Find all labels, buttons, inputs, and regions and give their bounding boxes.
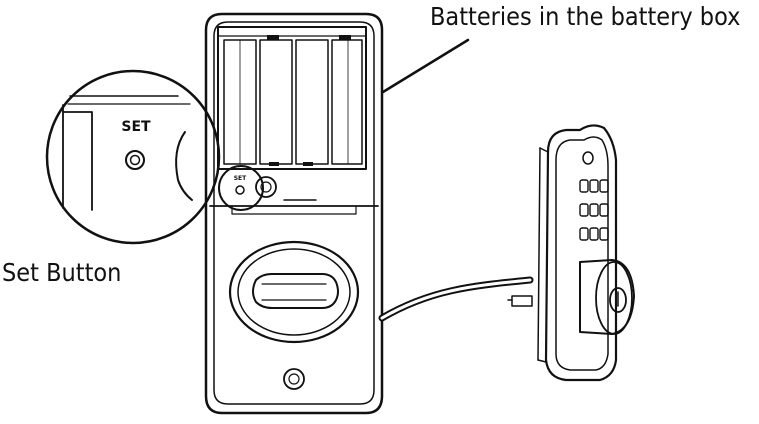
battery-1 (223, 39, 257, 165)
battery-2 (259, 35, 293, 166)
zoom-set-label: SET (121, 119, 151, 135)
connecting-cable (378, 276, 534, 322)
exterior-keypad-lock (537, 124, 635, 382)
keypad[interactable] (579, 179, 609, 241)
key-cylinder-icon (609, 287, 627, 313)
bottom-screw-icon (283, 368, 305, 390)
set-button[interactable] (235, 185, 245, 195)
batteries-leader-line (381, 38, 470, 94)
exterior-knob (579, 259, 635, 335)
panel-set-label: SET (234, 175, 247, 182)
interior-lock-body (204, 12, 384, 415)
battery-box (217, 26, 367, 170)
set-button-callout-label: Set Button (2, 258, 122, 287)
battery-3 (295, 39, 329, 166)
panel-screw-icon (255, 176, 277, 198)
set-zoom-callout (45, 69, 221, 245)
thumb-turn[interactable] (228, 240, 360, 344)
batteries-callout-label: Batteries in the battery box (430, 2, 741, 31)
battery-4 (331, 35, 363, 165)
set-button-area (235, 176, 317, 201)
